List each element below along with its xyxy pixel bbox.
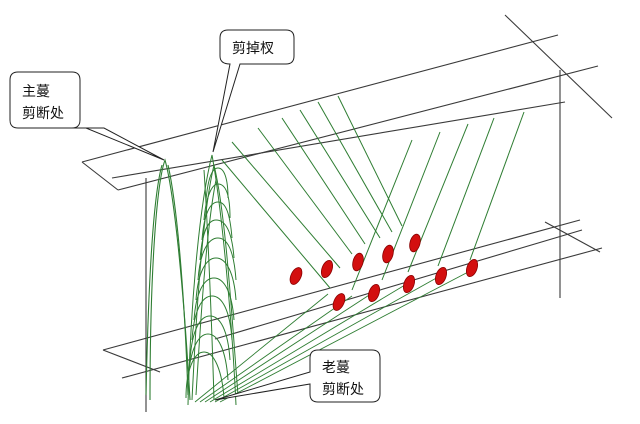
front-crossbar-top	[81, 161, 119, 191]
main-vine	[145, 158, 191, 401]
back-crossbar-top	[504, 14, 613, 119]
callout-cut-branch-label: 剪掉杈	[232, 41, 274, 57]
top-wire-lower	[117, 65, 599, 191]
callout-old-vine-line1: 老蔓	[322, 360, 350, 376]
bottom-wire-lower	[121, 247, 603, 379]
fruit-icon	[289, 267, 303, 285]
fruit-icon	[382, 244, 394, 264]
fruit-icon	[352, 252, 364, 272]
top-wire-upper	[81, 34, 559, 163]
old-vine-fan	[194, 269, 473, 403]
fruit-icon	[332, 293, 346, 311]
bottom-wire-upper	[102, 219, 581, 351]
callout-old-vine-cut: 老蔓 剪断处	[214, 349, 381, 403]
fruit-icon	[367, 283, 381, 303]
fruit-icon	[320, 259, 334, 279]
fruits	[289, 233, 479, 311]
back-crossbar-bottom	[544, 221, 601, 253]
callout-main-vine-line1: 主蔓	[22, 84, 50, 100]
fruit-icon	[465, 258, 479, 278]
fruit-icon	[409, 233, 421, 253]
trellis-frame	[81, 14, 613, 412]
bottom-wire-middle	[214, 229, 583, 340]
callout-cut-branch: 剪掉杈	[212, 29, 295, 153]
callout-main-vine-line2: 剪断处	[22, 106, 64, 122]
front-crossbar-bottom	[102, 349, 161, 373]
fruit-icon	[434, 266, 448, 286]
callout-old-vine-line2: 剪断处	[322, 382, 364, 398]
top-wire-back	[111, 101, 566, 179]
vine-clump	[185, 154, 239, 406]
fruit-icon	[402, 274, 416, 294]
callout-main-vine-cut: 主蔓 剪断处	[9, 71, 165, 161]
